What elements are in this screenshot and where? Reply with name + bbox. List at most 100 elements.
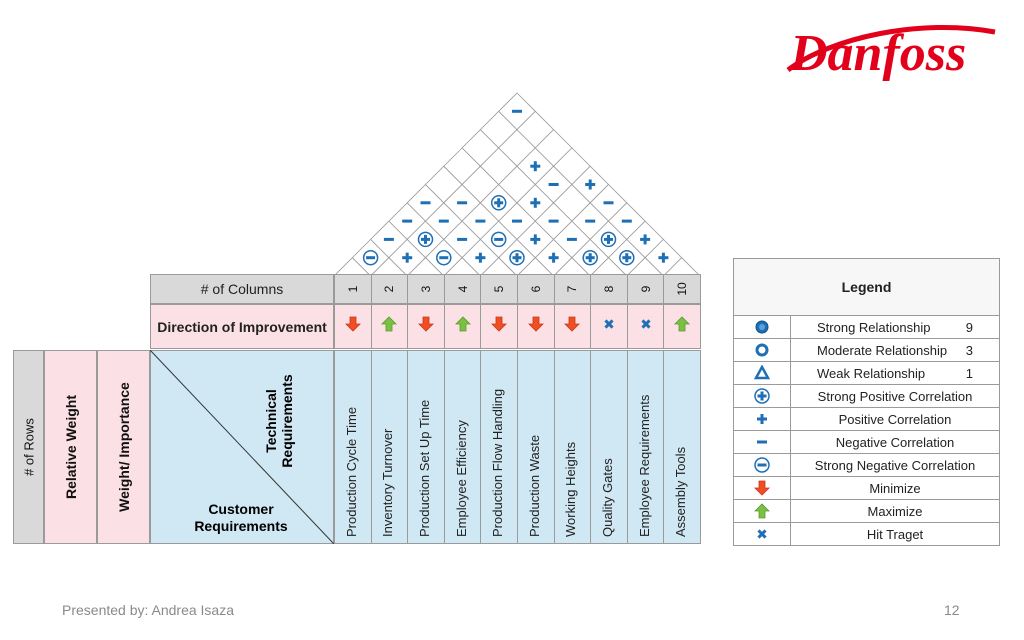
legend-label: Minimize [869, 480, 921, 496]
moderate-rel-icon [734, 339, 791, 361]
column-number-cell: 2 [370, 274, 409, 304]
column-number: 7 [565, 285, 580, 293]
column-number-cell: 7 [553, 274, 592, 304]
neg-icon [402, 219, 413, 223]
technical-requirement-label: Production Waste [526, 434, 542, 537]
neg-icon [603, 201, 614, 205]
technical-requirement-label: Inventory Turnover [380, 428, 396, 537]
technical-requirement-cell: Employee Efficiency [443, 350, 482, 544]
strong-pos-icon [582, 249, 598, 266]
direction-cell [553, 304, 592, 349]
legend-title-row: Legend [734, 259, 999, 316]
roof-base-cell [443, 257, 481, 276]
roof-base-cell [553, 257, 591, 276]
technical-requirement-cell: Working Heights [553, 350, 592, 544]
column-number-cell: 3 [407, 274, 445, 304]
neg-icon [420, 201, 431, 205]
roof-base-cell [479, 257, 518, 276]
technical-requirement-cell: Production Flow Handling [480, 350, 518, 544]
neg-icon [566, 237, 577, 241]
direction-label: Direction of Improvement [157, 318, 327, 335]
technical-requirement-label: Working Heights [563, 441, 579, 537]
minimize-icon [418, 316, 434, 337]
column-number-cell: 10 [663, 274, 701, 304]
column-number-cell: 1 [334, 274, 372, 304]
legend-text: Positive Correlation [791, 408, 999, 430]
technical-requirement-cell: Production Waste [517, 350, 555, 544]
roof-base-cell [662, 257, 701, 276]
customer-label-line1: Customer [208, 501, 274, 517]
corner-cell: Technical Requirements Customer Requirem… [150, 350, 334, 544]
direction-cell [517, 304, 555, 349]
strong-neg-icon [734, 454, 791, 476]
maximize-icon [381, 316, 398, 337]
column-number-cell: 8 [590, 274, 628, 304]
technical-label-line2: Requirements [279, 374, 295, 468]
neg-icon [438, 219, 449, 223]
legend-label: Moderate Relationship [817, 342, 948, 358]
technical-label: Technical Requirements [263, 374, 295, 467]
strong-pos-icon [509, 249, 525, 266]
weight-importance-header: Weight/ Importance [97, 350, 150, 544]
target-icon [638, 316, 654, 337]
technical-requirement-label: Employee Efficiency [453, 420, 469, 537]
legend-label: Positive Correlation [838, 411, 952, 427]
legend-label: Weak Relationship [817, 365, 926, 381]
technical-requirement-cell: Employee Requirements [626, 350, 665, 544]
neg-icon [383, 237, 394, 241]
legend-label: Strong Positive Correlation [817, 388, 973, 404]
pos-icon [734, 408, 791, 430]
technical-requirements-row: Production Cycle Time Inventory Turnover P… [334, 350, 701, 544]
technical-requirement-label: Production Flow Handling [490, 388, 506, 537]
column-number-cell: 9 [626, 274, 665, 304]
minimize-icon [564, 316, 581, 337]
maximize-icon [674, 316, 691, 337]
column-number: 4 [455, 285, 470, 293]
neg-icon [457, 237, 468, 241]
pos-icon [475, 252, 486, 263]
legend-text: Maximize [791, 500, 999, 522]
legend-row: Negative Correlation [734, 431, 999, 454]
column-number: 9 [638, 285, 653, 293]
technical-requirement-label: Employee Requirements [636, 394, 652, 537]
page-number: 12 [944, 602, 960, 618]
legend-label: Negative Correlation [835, 434, 955, 450]
legend-label: Strong Negative Correlation [814, 457, 976, 473]
technical-requirement-label: Quality Gates [599, 458, 615, 537]
direction-cell [334, 304, 372, 349]
direction-cell [590, 304, 628, 349]
customer-label: Customer Requirements [181, 501, 301, 535]
neg-icon [734, 431, 791, 453]
legend-text: Strong Positive Correlation [791, 385, 999, 407]
technical-requirement-cell: Assembly Tools [663, 350, 701, 544]
target-icon [601, 316, 617, 337]
danfoss-logo: Danfoss [770, 8, 1010, 90]
technical-requirement-cell: Inventory Turnover [370, 350, 409, 544]
neg-icon [475, 219, 486, 223]
logo-text: Danfoss [789, 25, 966, 82]
minimize-icon [491, 316, 508, 337]
pos-icon [640, 234, 651, 245]
strong-neg-icon [362, 249, 379, 266]
roof-base-cell [626, 257, 664, 276]
strong-rel-icon [734, 316, 791, 338]
relative-weight-header: Relative Weight [44, 350, 97, 544]
strong-pos-icon [600, 231, 617, 248]
column-number-cell: 5 [480, 274, 518, 304]
neg-icon [585, 219, 596, 223]
strong-neg-icon [436, 249, 452, 266]
column-number: 8 [601, 285, 616, 293]
technical-requirement-label: Assembly Tools [673, 446, 689, 537]
weight-importance-label: Weight/ Importance [115, 382, 132, 512]
technical-requirement-label: Production Cycle Time [343, 406, 359, 537]
pos-icon [658, 252, 669, 263]
direction-cell [407, 304, 445, 349]
legend-label: Hit Traget [866, 526, 924, 542]
columns-label: # of Columns [200, 281, 284, 297]
column-number: 6 [528, 285, 543, 293]
customer-label-line2: Requirements [194, 518, 288, 534]
